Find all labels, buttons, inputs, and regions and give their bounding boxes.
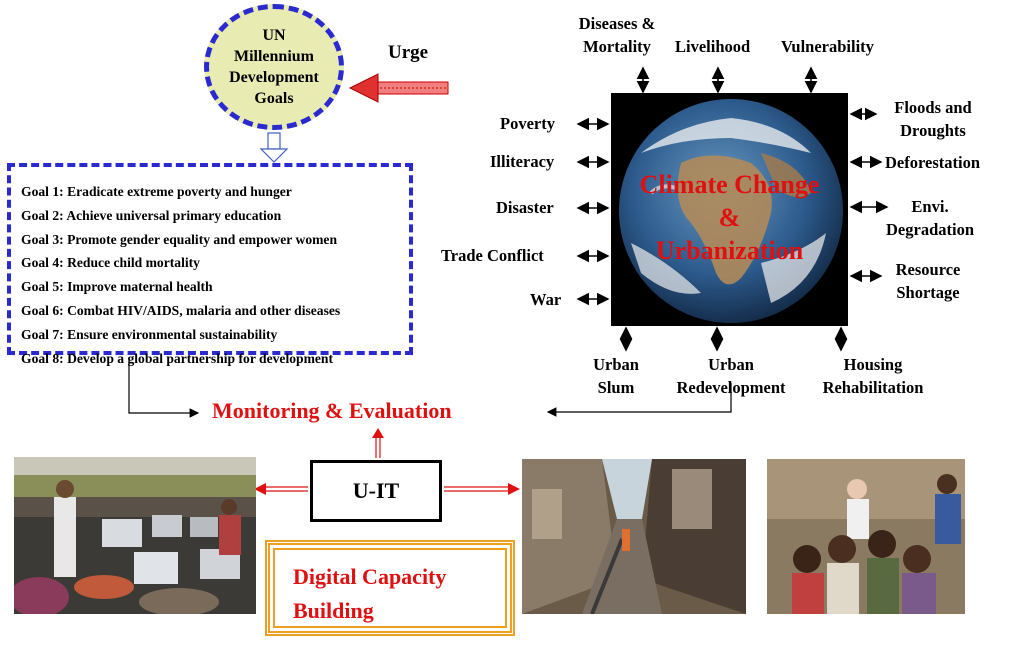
mdg-line-3: Development [229, 69, 319, 86]
earth-image [611, 93, 848, 326]
label-diseases-line-2: Mortality [583, 37, 651, 56]
label-floods-line-1: Floods and [894, 98, 972, 117]
label-redev-line-1: Urban [708, 355, 754, 374]
goals-to-monitoring-connector [128, 357, 200, 418]
center-title: Climate Change & Urbanization [611, 168, 848, 267]
dcb-line-2: Building [293, 598, 374, 623]
label-disaster: Disaster [496, 198, 554, 217]
label-housing-line-1: Housing [843, 355, 903, 374]
goal-3: Goal 3: Promote gender equality and empo… [21, 231, 338, 247]
label-resource-line-1: Resource [895, 260, 961, 279]
uit-box: U-IT [310, 460, 442, 522]
label-envi-line-2: Degradation [886, 220, 974, 239]
label-vulnerability: Vulnerability [781, 37, 874, 56]
center-line-2: & [718, 203, 741, 232]
label-floods-droughts: Floods and Droughts [876, 96, 990, 142]
label-envi-degradation: Envi. Degradation [878, 195, 982, 241]
mdg-line-2: Millennium [233, 48, 314, 65]
mdg-line-4: Goals [254, 90, 294, 107]
goal-4: Goal 4: Reduce child mortality [21, 255, 200, 271]
label-deforestation: Deforestation [885, 153, 981, 172]
goal-2: Goal 2: Achieve universal primary educat… [21, 207, 282, 223]
bottom-arrows [619, 326, 848, 352]
label-urban-slum: Urban Slum [588, 353, 644, 399]
top-arrows [636, 66, 818, 94]
label-redev-line-2: Redevelopment [676, 378, 786, 397]
left-arrows [576, 117, 610, 306]
label-diseases-line-1: Diseases & [578, 14, 656, 33]
goal-6: Goal 6: Combat HIV/AIDS, malaria and oth… [21, 302, 341, 318]
monitoring-evaluation: Monitoring & Evaluation [212, 398, 452, 423]
label-resource-line-2: Shortage [896, 283, 960, 302]
label-poverty: Poverty [500, 114, 555, 133]
digital-capacity-building-box: Digital Capacity Building [265, 540, 515, 636]
mdg-down-arrow [259, 132, 289, 163]
label-housing-rehabilitation: Housing Rehabilitation [808, 353, 938, 399]
goal-1: Goal 1: Eradicate extreme poverty and hu… [21, 184, 292, 199]
label-housing-line-2: Rehabilitation [822, 378, 924, 397]
mdg-line-1: UN [262, 27, 286, 44]
goal-5: Goal 5: Improve maternal health [21, 279, 213, 295]
earth-to-monitoring-connector [546, 383, 732, 417]
photo-computer-training [14, 457, 256, 614]
uit-arrows [254, 428, 520, 495]
mdg-circle: UN Millennium Development Goals [204, 4, 344, 130]
label-war: War [530, 290, 562, 309]
label-trade-conflict: Trade Conflict [441, 246, 544, 265]
goal-7: Goal 7: Ensure environmental sustainabil… [21, 326, 278, 342]
center-line-3: Urbanization [655, 236, 804, 265]
label-resource-shortage: Resource Shortage [880, 258, 976, 304]
photo-slum-alley [522, 459, 746, 614]
center-line-1: Climate Change [639, 170, 820, 199]
label-floods-line-2: Droughts [900, 121, 966, 140]
label-illiteracy: Illiteracy [490, 152, 555, 171]
label-urban-redevelopment: Urban Redevelopment [656, 353, 806, 399]
label-slum-line-1: Urban [593, 355, 639, 374]
label-diseases-mortality: Diseases & Mortality [565, 12, 669, 58]
label-envi-line-1: Envi. [911, 197, 949, 216]
photo-children [767, 459, 965, 614]
urge-arrow [348, 73, 449, 103]
label-livelihood: Livelihood [675, 37, 751, 56]
urge-label: Urge [388, 42, 429, 63]
goals-box: Goal 1: Eradicate extreme poverty and hu… [7, 163, 413, 366]
uit-label: U-IT [352, 478, 400, 503]
right-arrows [849, 107, 889, 283]
goal-8: Goal 8: Develop a global partnership for… [21, 350, 334, 366]
dcb-line-1: Digital Capacity [293, 564, 447, 589]
label-slum-line-2: Slum [597, 378, 635, 397]
